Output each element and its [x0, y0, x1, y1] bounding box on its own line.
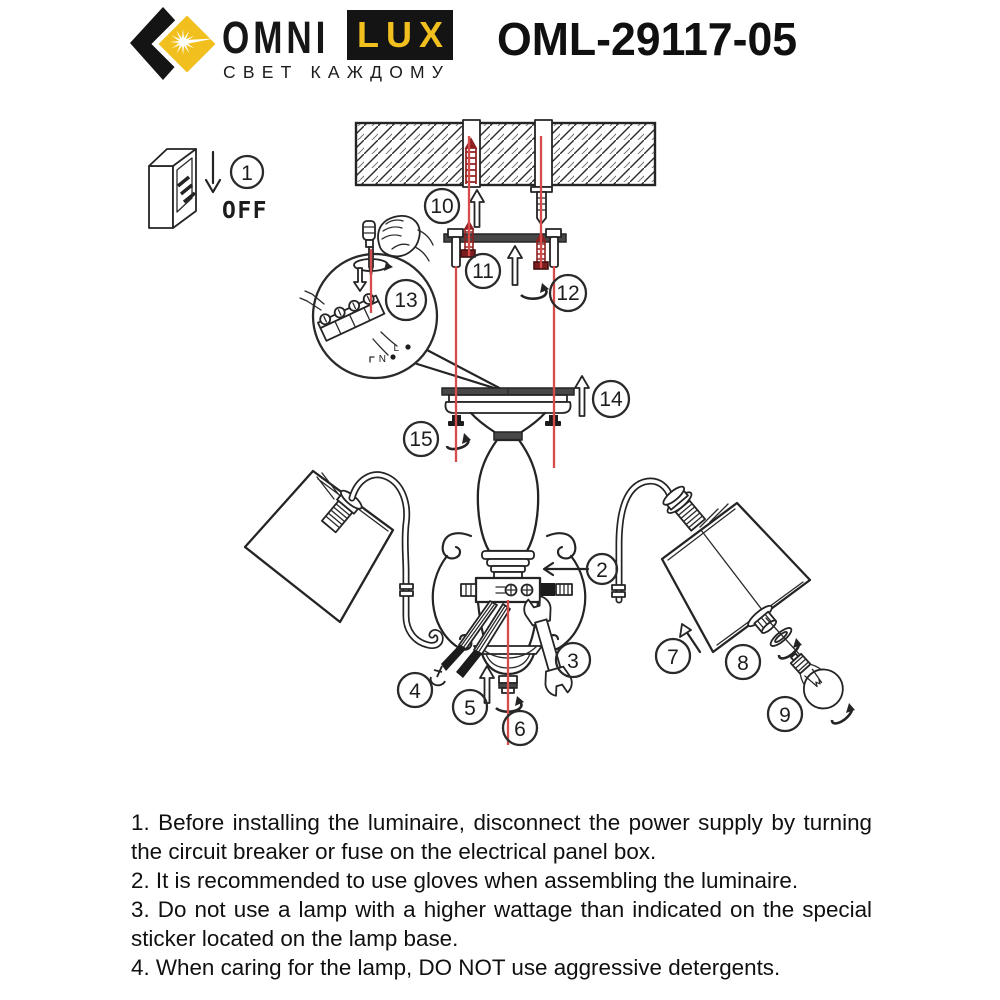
logo-star-ray: [186, 38, 214, 44]
hand: [377, 214, 434, 262]
callout-4: 4: [396, 671, 434, 709]
instructions-text: 1. Before installing the luminaire, disc…: [131, 808, 872, 982]
svg-text:4: 4: [409, 680, 421, 703]
svg-text:5: 5: [464, 697, 476, 720]
callout-6: 6: [501, 709, 539, 747]
up-arrow-icon: [574, 375, 590, 417]
svg-text:7: 7: [667, 646, 679, 669]
svg-text:12: 12: [556, 282, 579, 305]
svg-text:1: 1: [241, 162, 253, 185]
down-arrow-icon: [204, 150, 222, 194]
hub-pipe-left: [460, 583, 477, 597]
chandelier-arm-right: [611, 477, 675, 604]
svg-text:14: 14: [599, 388, 623, 411]
callout-1: 1: [229, 154, 265, 190]
callout-3: 3: [554, 641, 592, 679]
svg-text:15: 15: [409, 428, 432, 451]
svg-text:3: 3: [567, 650, 579, 673]
wire-label-live: L: [393, 343, 399, 354]
callout-7: 7: [654, 637, 692, 675]
bracket-bolt-right: [545, 228, 562, 238]
up-left-arrow-icon: [679, 623, 702, 654]
lamp-socket-right: [662, 485, 706, 532]
light-bulb: [789, 652, 844, 710]
callout-11: 11: [464, 252, 502, 290]
callouts: 1 2 3 4 5 6 7 8 9 10 11 12: [229, 154, 804, 747]
center-column: [476, 438, 540, 579]
rotate-arrow-icon: [777, 638, 802, 660]
svg-text:9: 9: [779, 704, 791, 727]
off-label: OFF: [222, 198, 268, 224]
instruction-item: 1. Before installing the luminaire, disc…: [131, 810, 872, 864]
bracket-bolt-left: [447, 228, 464, 238]
brand-omni: OMNI: [222, 12, 330, 63]
lampshade-left: [243, 469, 395, 624]
up-arrow-icon: [479, 665, 495, 704]
svg-text:8: 8: [737, 652, 749, 675]
alignment-lines: [369, 136, 556, 745]
rotate-arrow-icon: [830, 703, 855, 725]
wire-leads: [429, 600, 511, 687]
mounting-bracket: [443, 189, 567, 286]
drill-hole-right: [534, 119, 553, 188]
svg-text:13: 13: [394, 289, 417, 312]
svg-text:2: 2: [596, 559, 608, 582]
callout-12: 12: [548, 273, 588, 313]
lamp-socket-left: [320, 489, 363, 534]
washer-ring: [769, 627, 793, 647]
wire-connector: [541, 583, 555, 596]
ceiling: [354, 119, 657, 188]
callout-5: 5: [451, 688, 489, 726]
callout-13: 13: [384, 278, 428, 322]
arm-hub: [460, 561, 590, 604]
callout-14: 14: [591, 379, 631, 419]
model-number: OML-29117-05: [497, 13, 798, 65]
brand-lux-box: LUX: [347, 10, 453, 60]
left-arrow-icon: [542, 561, 590, 577]
up-arrow-icon: [469, 189, 485, 228]
wire-label-neutral: N: [379, 354, 386, 365]
callout-2: 2: [585, 552, 619, 586]
callout-10: 10: [423, 187, 461, 225]
omnilux-logo-icon: [130, 7, 223, 80]
rotate-arrow-icon: [445, 433, 471, 451]
instruction-item: 4. When caring for the lamp, DO NOT use …: [131, 955, 781, 980]
svg-text:11: 11: [472, 260, 494, 283]
rotate-arrow-icon: [520, 283, 549, 301]
svg-text:10: 10: [430, 195, 453, 218]
wire-hook: [429, 665, 446, 687]
terminal-block: [317, 293, 386, 342]
brand-tagline: СВЕТ КАЖДОМУ: [223, 62, 451, 82]
callout-15: 15: [402, 420, 440, 458]
terminal-screws: [495, 583, 534, 597]
rotate-arrow-icon: [495, 696, 524, 714]
up-arrow-icon: [507, 245, 523, 286]
svg-text:6: 6: [514, 718, 526, 741]
breaker-switch-levers: [176, 175, 197, 204]
shade-ring-nut: [747, 604, 778, 634]
logo-starburst: [170, 29, 196, 55]
circuit-breaker-box: OFF: [148, 148, 268, 229]
brand-lux: LUX: [357, 14, 450, 55]
instruction-item: 3. Do not use a lamp with a higher watta…: [131, 897, 872, 951]
callout-8: 8: [724, 643, 762, 681]
chandelier-arm-left: [348, 471, 444, 649]
instruction-item: 2. It is recommended to use gloves when …: [131, 868, 799, 893]
callout-9: 9: [766, 695, 804, 733]
